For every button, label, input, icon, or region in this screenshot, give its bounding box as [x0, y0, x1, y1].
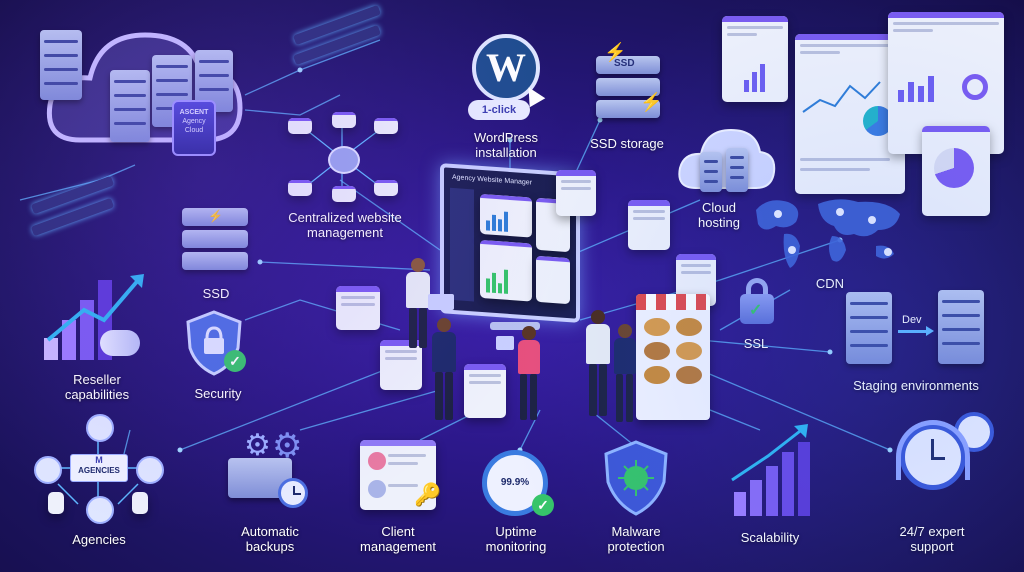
avatar	[368, 480, 386, 498]
webpage-card	[628, 200, 670, 250]
clock-icon	[278, 478, 308, 508]
wordpress-icon: W	[472, 34, 540, 102]
world-map-icon	[748, 190, 908, 274]
agencies-badge-text: AGENCIES	[78, 466, 120, 475]
shield-icon: ✓	[186, 310, 246, 376]
agencies-network: M AGENCIES	[28, 414, 168, 524]
security-label: Security	[194, 386, 242, 401]
person-figure	[584, 310, 612, 418]
one-click-label: 1-click	[481, 104, 517, 116]
document-icon	[48, 492, 64, 514]
cdn-label: CDN	[815, 276, 845, 291]
tablet-icon	[496, 336, 514, 350]
malware-shield-icon	[604, 440, 668, 516]
backup-gears-icon: ⚙ ⚙	[222, 427, 312, 514]
one-click-button[interactable]: 1-click	[468, 100, 530, 120]
server-rack-icon	[938, 290, 984, 364]
check-icon: ✓	[749, 302, 763, 319]
badge-title: ASCENT	[179, 109, 209, 116]
hub-node-icon	[328, 146, 360, 174]
agencies-badge-logo: M	[95, 455, 103, 465]
staging-label: Staging environments	[853, 378, 979, 393]
document-icon	[132, 492, 148, 514]
scalability-label: Scalability	[740, 530, 800, 545]
wordpress-logo-letter: W	[486, 45, 526, 90]
storefront-icon	[636, 294, 710, 420]
analytics-card	[722, 16, 788, 102]
dev-tag: Dev	[902, 314, 922, 326]
person-figure	[430, 318, 458, 422]
ssl-label: SSL	[743, 336, 769, 351]
server-rack-icon	[846, 292, 892, 364]
handshake-icon	[100, 330, 140, 356]
agency-cloud-badge: ASCENT Agency Cloud	[172, 100, 216, 156]
check-badge-icon: ✓	[532, 494, 554, 516]
ssd-stack-icon: SSD	[596, 56, 660, 122]
ssd-storage-label: SSD storage	[590, 136, 664, 151]
laptop-icon	[428, 294, 454, 310]
avatar	[136, 456, 164, 484]
check-badge-icon: ✓	[224, 350, 246, 372]
avatar	[86, 414, 114, 442]
webpage-card	[336, 286, 380, 330]
webpage-card	[464, 364, 506, 418]
arrow-right-icon	[898, 330, 928, 333]
cloud-hosting-hub: ASCENT Agency Cloud	[40, 10, 250, 160]
analytics-card	[922, 126, 990, 216]
gear-icon: ⚙	[244, 429, 271, 462]
avatar	[368, 452, 386, 470]
padlock-icon: ✓	[740, 278, 774, 324]
uptime-value: 99.9%	[500, 477, 530, 488]
key-icon: 🔑	[414, 482, 442, 507]
cloud-server-icon	[676, 118, 776, 198]
headset-icon	[896, 420, 970, 480]
avatar	[34, 456, 62, 484]
hub-diagram	[282, 112, 402, 204]
avatar	[86, 496, 114, 524]
server-rack-icon	[40, 30, 82, 100]
client-profile-card	[360, 440, 436, 510]
person-figure	[404, 258, 432, 350]
badge-line1: Agency	[182, 118, 206, 125]
ssd-chip-label: SSD	[614, 58, 635, 69]
agencies-badge: M AGENCIES	[70, 454, 128, 482]
badge-line2: Cloud	[184, 127, 204, 134]
webpage-card	[380, 340, 422, 390]
agencies-label: Agencies	[72, 532, 126, 547]
server-rack-icon	[110, 70, 150, 142]
webpage-card	[556, 170, 596, 216]
lightning-icon: ⚡	[604, 42, 627, 62]
monitor-stand	[490, 322, 540, 330]
scalability-chart-icon	[728, 420, 818, 516]
ssd-drive-icon: ⚡	[182, 208, 248, 274]
ssd-label: SSD	[202, 286, 230, 301]
lightning-icon: ⚡	[640, 92, 663, 112]
person-figure	[612, 324, 638, 424]
person-figure	[516, 326, 542, 422]
arrow-head-icon	[926, 326, 934, 336]
